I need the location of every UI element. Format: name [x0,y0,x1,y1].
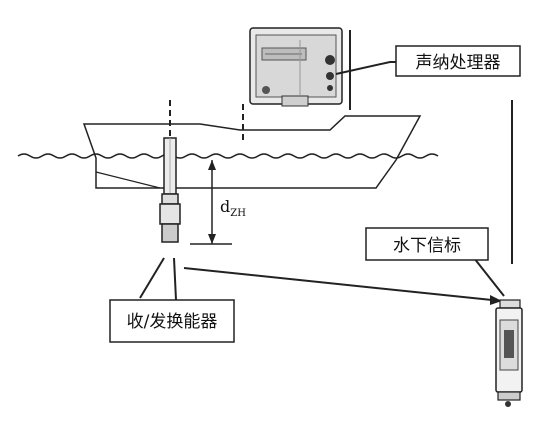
ship-hull-inner-line [95,171,161,189]
beacon-leader [473,257,505,297]
depth-symbol: dZH [220,197,246,219]
beacon-label: 水下信标 [393,236,461,256]
transceiver-leader [139,257,165,299]
transceiver-leader-2 [173,257,177,301]
transceiver-label-box: 收/发换能器 [109,299,235,343]
sonar-processor-leader [335,61,396,75]
transceiver-device [159,137,181,243]
depth-dimension: dZH [190,160,246,245]
beacon-label-box: 水下信标 [365,227,489,261]
underwater-beacon-device [495,299,523,407]
water-surface [17,153,439,159]
acoustic-path-arrow [183,267,502,305]
sonar-processor-label: 声纳处理器 [416,53,501,73]
sonar-processor-label-box: 声纳处理器 [395,45,521,77]
sonar-processor-device [249,27,351,110]
transceiver-label: 收/发换能器 [127,312,218,332]
ship-hull [82,115,422,189]
